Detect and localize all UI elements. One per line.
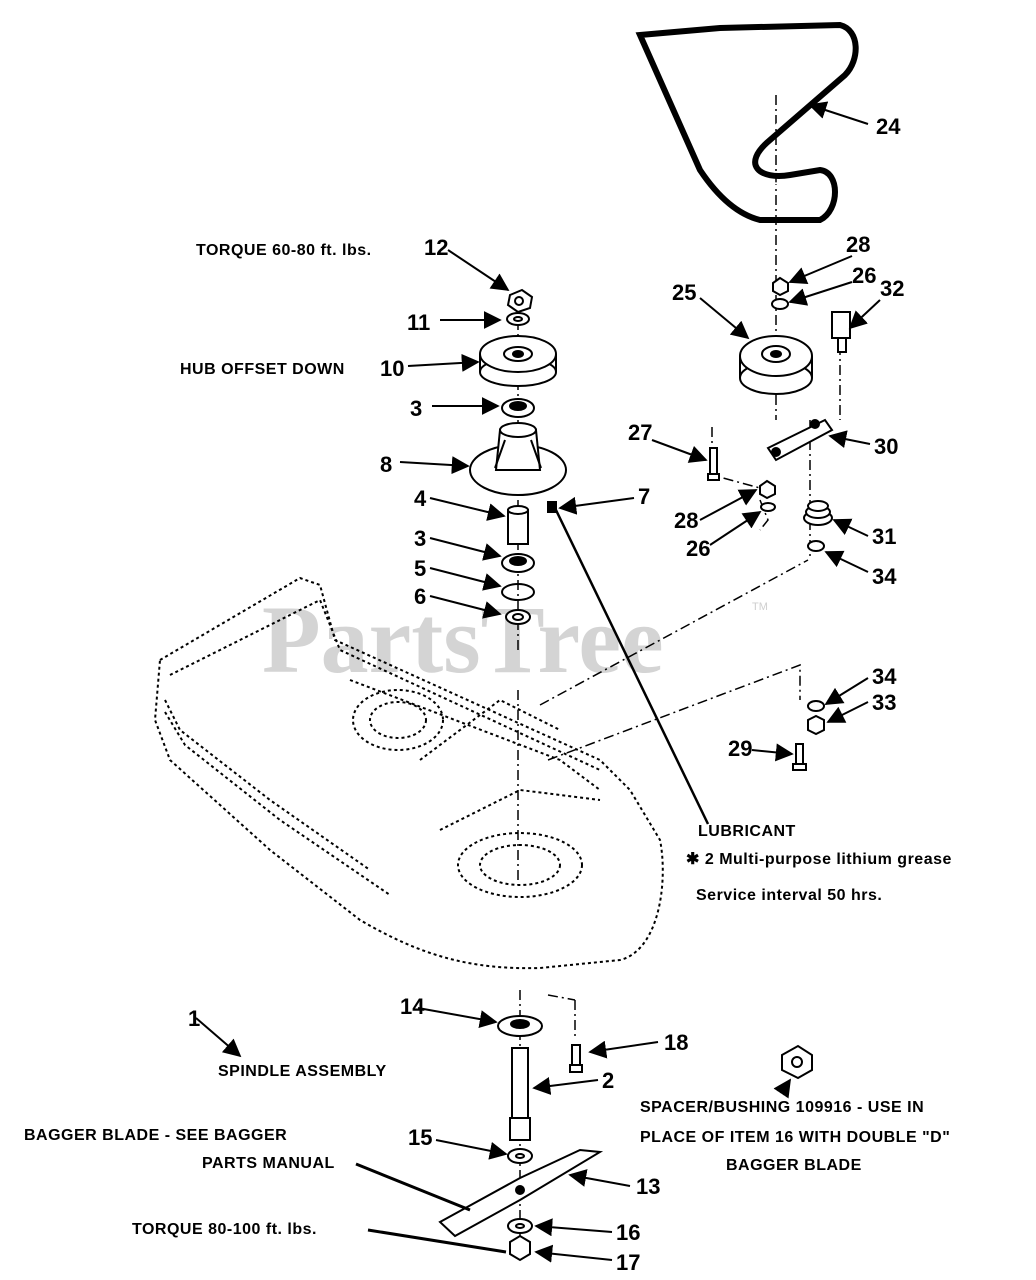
mower-deck <box>153 576 664 970</box>
belt-part <box>635 21 859 223</box>
bolt-part-18 <box>569 1044 583 1073</box>
hardware-parts <box>438 276 851 1262</box>
callout-34a: 34 <box>872 564 897 589</box>
nut-part-33 <box>807 714 825 736</box>
callout-7: 7 <box>638 484 650 509</box>
callout-8: 8 <box>380 452 392 477</box>
callout-17: 17 <box>616 1250 640 1275</box>
hub-offset-note: HUB OFFSET DOWN <box>180 361 345 378</box>
spacer-note-3: BAGGER BLADE <box>726 1157 862 1174</box>
callout-11: 11 <box>407 310 430 335</box>
washer-part-26b <box>760 502 776 512</box>
shoulder-bolt-part-32 <box>831 311 851 353</box>
spacer-note-2: PLACE OF ITEM 16 WITH DOUBLE "D" <box>640 1129 950 1146</box>
callout-18: 18 <box>664 1030 688 1055</box>
pulley-part-10 <box>479 335 557 387</box>
bagger-blade-note-2: PARTS MANUAL <box>202 1155 335 1172</box>
callout-14: 14 <box>400 994 425 1019</box>
hub-part-14 <box>497 1015 543 1037</box>
callout-numbers: 12 11 10 3 8 4 7 3 5 6 24 28 26 32 25 27… <box>188 114 904 1275</box>
callout-15: 15 <box>408 1125 432 1150</box>
callout-16: 16 <box>616 1220 640 1245</box>
callout-26a: 26 <box>852 263 876 288</box>
callout-30: 30 <box>874 434 898 459</box>
spacer-part-4 <box>507 505 529 545</box>
bolt-part-29 <box>792 743 807 771</box>
callout-24: 24 <box>876 114 901 139</box>
callout-32: 32 <box>880 276 904 301</box>
lubricant-title: LUBRICANT <box>698 823 796 840</box>
seal-part-6 <box>505 609 531 625</box>
washer-part-16 <box>507 1218 533 1234</box>
grease-fitting-part-7 <box>547 501 557 513</box>
nut-part-28b <box>759 479 776 500</box>
spacer-note-1: SPACER/BUSHING 109916 - USE IN <box>640 1099 924 1116</box>
callout-28a: 28 <box>846 232 870 257</box>
callout-arrows <box>195 101 881 1263</box>
washer-part-34a <box>807 540 825 552</box>
callout-34b: 34 <box>872 664 897 689</box>
idler-arm-part-30 <box>766 418 834 462</box>
callout-3b: 3 <box>414 526 426 551</box>
lubricant-leader <box>553 507 710 825</box>
nut-part-17 <box>509 1234 531 1262</box>
notes: TORQUE 60-80 ft. lbs. HUB OFFSET DOWN LU… <box>24 242 952 1238</box>
callout-27: 27 <box>628 420 652 445</box>
callout-25: 25 <box>672 280 696 305</box>
callout-1: 1 <box>188 1006 200 1031</box>
watermark-tm: TM <box>752 601 768 613</box>
callout-2: 2 <box>602 1068 614 1093</box>
bearing-part-3a <box>501 398 535 418</box>
callout-29: 29 <box>728 736 752 761</box>
leader-lines <box>355 1162 507 1254</box>
callout-33: 33 <box>872 690 896 715</box>
washer-part-34b <box>807 700 825 712</box>
lubricant-grease: ✱ 2 Multi-purpose lithium grease <box>686 851 952 868</box>
callout-10: 10 <box>380 356 404 381</box>
spindle-shaft-part-2 <box>509 1047 531 1141</box>
callout-12: 12 <box>424 235 448 260</box>
blade-part-13 <box>438 1148 604 1238</box>
callout-31: 31 <box>872 524 896 549</box>
callout-26b: 26 <box>686 536 710 561</box>
pulley-part-25 <box>739 335 813 395</box>
torque-top-note: TORQUE 60-80 ft. lbs. <box>196 242 372 259</box>
spacer-bushing-109916 <box>781 1044 813 1080</box>
bearing-part-3b <box>501 553 535 573</box>
washer-part-15 <box>507 1148 533 1164</box>
callout-28b: 28 <box>674 508 698 533</box>
callout-6: 6 <box>414 584 426 609</box>
retaining-ring-part-5 <box>501 583 535 601</box>
bagger-blade-note-1: BAGGER BLADE - SEE BAGGER <box>24 1127 287 1144</box>
service-interval: Service interval 50 hrs. <box>696 887 882 904</box>
bolt-part-27 <box>707 447 720 481</box>
washer-part-11 <box>506 312 530 326</box>
torque-bottom-note: TORQUE 80-100 ft. lbs. <box>132 1221 317 1238</box>
housing-part-8 <box>469 422 567 496</box>
callout-3a: 3 <box>410 396 422 421</box>
spring-part-31 <box>803 500 833 526</box>
callout-4: 4 <box>414 486 427 511</box>
washer-part-26a <box>771 298 789 310</box>
nut-part-12 <box>506 288 534 314</box>
watermark: PartsTree <box>262 586 664 693</box>
nut-part-28a <box>772 276 789 297</box>
spindle-assembly-label: SPINDLE ASSEMBLY <box>218 1063 387 1080</box>
callout-13: 13 <box>636 1174 660 1199</box>
callout-5: 5 <box>414 556 426 581</box>
